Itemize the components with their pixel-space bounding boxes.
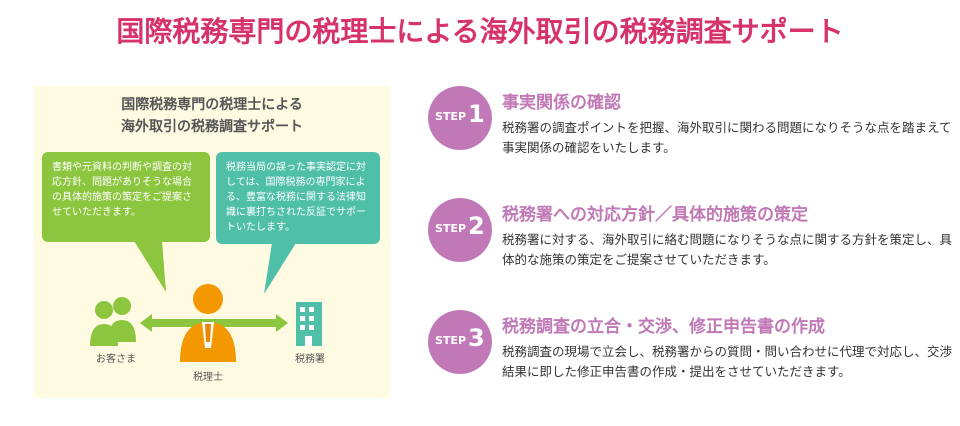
advice-bubble: 書類や元資料の判断や調査の対応方針、問題がありそうな場合の具体的施策の策定をご提… — [42, 152, 210, 242]
step-3: STEP 3 税務調査の立合・交渉、修正申告書の作成 税務調査の現場で立会し、税… — [428, 310, 960, 410]
step-2-title: 税務署への対応方針／具体的施策の策定 — [502, 205, 808, 225]
step-1-text: 税務署の調査ポイントを把握、海外取引に関わる問題になりそうな点を踏まえて事実関係… — [502, 120, 952, 155]
panel-title-line1: 国際税務専門の税理士による — [121, 97, 303, 113]
step-2: STEP 2 税務署への対応方針／具体的施策の策定 税務署に対する、海外取引に絡… — [428, 198, 960, 298]
step-3-text: 税務調査の現場で立会し、税務署からの質問・問い合わせに代理で対応し、交渉結果に即… — [502, 344, 953, 379]
illustration-panel: 国際税務専門の税理士による 海外取引の税務調査サポート 書類や元資料の判断や調査… — [34, 86, 390, 398]
accountant-icon — [180, 284, 236, 362]
support-bubble: 税務当局の誤った事実認定に対しては、国際税務の専門家による、豊富な税務に関する法… — [216, 152, 380, 244]
step-1: STEP 1 事実関係の確認 税務署の調査ポイントを把握、海外取引に関わる問題に… — [428, 86, 960, 186]
page-title: 国際税務専門の税理士による海外取引の税務調査サポート — [116, 15, 844, 48]
tax-office-label: 税務署 — [295, 354, 325, 365]
support-bubble-tail — [264, 243, 296, 294]
step-3-word: STEP — [435, 334, 467, 347]
step-2-badge: STEP 2 — [428, 198, 492, 262]
step-1-number: 1 — [468, 100, 485, 128]
step-2-text: 税務署に対する、海外取引に絡む問題になりそうな点に関する方針を策定し、具体的な施… — [502, 232, 953, 267]
tax-office-icon — [296, 302, 322, 346]
advice-bubble-tail — [134, 241, 166, 292]
step-3-title: 税務調査の立合・交渉、修正申告書の作成 — [502, 317, 825, 337]
step-3-number: 3 — [468, 324, 485, 352]
step-2-word: STEP — [435, 222, 467, 235]
relationship-diagram — [90, 241, 322, 362]
step-1-word: STEP — [435, 110, 467, 123]
client-icon — [90, 297, 136, 346]
panel-title: 国際税務専門の税理士による 海外取引の税務調査サポート — [34, 94, 390, 138]
client-label: お客さま — [96, 354, 136, 365]
step-3-badge: STEP 3 — [428, 310, 492, 374]
panel-title-line2: 海外取引の税務調査サポート — [121, 119, 303, 135]
accountant-label: 税理士 — [193, 372, 223, 383]
step-1-title: 事実関係の確認 — [502, 93, 621, 113]
step-1-badge: STEP 1 — [428, 86, 492, 150]
step-2-number: 2 — [468, 212, 485, 240]
